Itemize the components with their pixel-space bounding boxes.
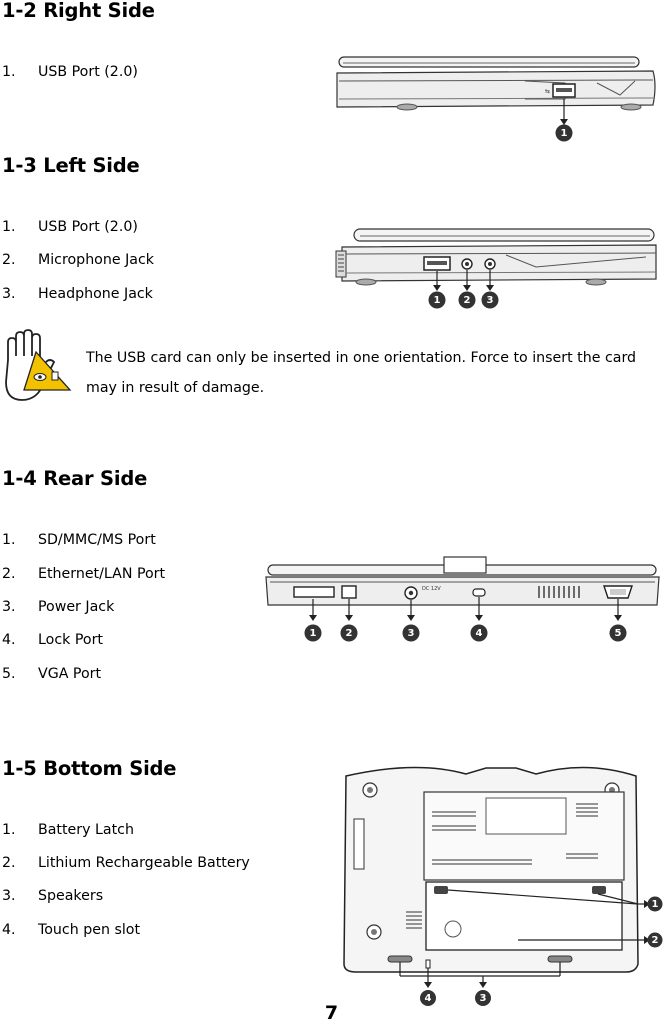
- callout-4: 4: [420, 990, 436, 1006]
- item-number: 1.: [2, 532, 16, 548]
- item-number: 3.: [2, 888, 16, 904]
- svg-text:1: 1: [652, 899, 659, 910]
- item-label: Battery Latch: [38, 822, 134, 838]
- section-title-left-side: 1-3 Left Side: [2, 154, 140, 177]
- section-title-rear-side: 1-4 Rear Side: [2, 467, 148, 490]
- item-number: 1.: [2, 219, 16, 235]
- item-number: 1.: [2, 822, 16, 838]
- item-label: Touch pen slot: [38, 922, 141, 938]
- item-label: Lock Port: [38, 632, 103, 648]
- item-label: SD/MMC/MS Port: [38, 532, 156, 548]
- callout-1: 1: [428, 291, 446, 309]
- svg-text:5: 5: [615, 628, 622, 639]
- item-number: 2.: [2, 566, 16, 582]
- svg-text:4: 4: [476, 628, 483, 639]
- caution-note-text: The USB card can only be inserted in one…: [86, 350, 637, 396]
- item-number: 3.: [2, 286, 16, 302]
- item-label: Power Jack: [38, 599, 115, 615]
- item-label: Ethernet/LAN Port: [38, 566, 166, 582]
- callout-3: 3: [481, 291, 499, 309]
- svg-text:3: 3: [487, 295, 494, 306]
- item-label: VGA Port: [38, 666, 102, 682]
- item-label: USB Port (2.0): [38, 64, 138, 80]
- laptop-left-side-image: 1 2 3: [335, 228, 657, 309]
- svg-text:4: 4: [425, 993, 432, 1004]
- item-label: USB Port (2.0): [38, 219, 138, 235]
- svg-text:DC 12V: DC 12V: [422, 586, 441, 592]
- callout-1: 1: [555, 124, 573, 142]
- item-number: 5.: [2, 666, 16, 682]
- svg-text:1: 1: [434, 295, 441, 306]
- svg-text:2: 2: [346, 628, 353, 639]
- item-label: Microphone Jack: [38, 252, 154, 268]
- callout-3: 3: [475, 990, 491, 1006]
- laptop-rear-side-image: DC 12V 1 2 3 4 5: [265, 556, 660, 642]
- svg-text:3: 3: [480, 993, 487, 1004]
- callout-3: 3: [402, 624, 420, 642]
- callout-4: 4: [470, 624, 488, 642]
- laptop-bottom-side-image: 1 2 3 4: [343, 766, 663, 1006]
- svg-text:2: 2: [652, 935, 659, 946]
- item-number: 4.: [2, 922, 16, 938]
- item-number: 2.: [2, 252, 16, 268]
- svg-text:1: 1: [310, 628, 317, 639]
- callout-2: 2: [458, 291, 476, 309]
- item-label: Headphone Jack: [38, 286, 153, 302]
- item-label: Speakers: [38, 888, 104, 904]
- page-number: 7: [324, 1002, 339, 1024]
- caution-hand-icon: [5, 329, 72, 401]
- item-number: 3.: [2, 599, 16, 615]
- callout-2: 2: [647, 932, 663, 948]
- svg-text:3: 3: [408, 628, 415, 639]
- svg-text:1: 1: [561, 128, 568, 139]
- section-title-right-side: 1-2 Right Side: [2, 0, 155, 22]
- svg-text:2: 2: [464, 295, 471, 306]
- svg-text:⇆: ⇆: [545, 88, 550, 95]
- callout-1: 1: [304, 624, 322, 642]
- laptop-right-side-image: ⇆ 1: [336, 56, 656, 142]
- callout-1: 1: [647, 896, 663, 912]
- item-label: Lithium Rechargeable Battery: [38, 855, 250, 871]
- item-number: 2.: [2, 855, 16, 871]
- item-number: 4.: [2, 632, 16, 648]
- item-number: 1.: [2, 64, 16, 80]
- callout-2: 2: [340, 624, 358, 642]
- section-title-bottom-side: 1-5 Bottom Side: [2, 757, 177, 780]
- callout-5: 5: [609, 624, 627, 642]
